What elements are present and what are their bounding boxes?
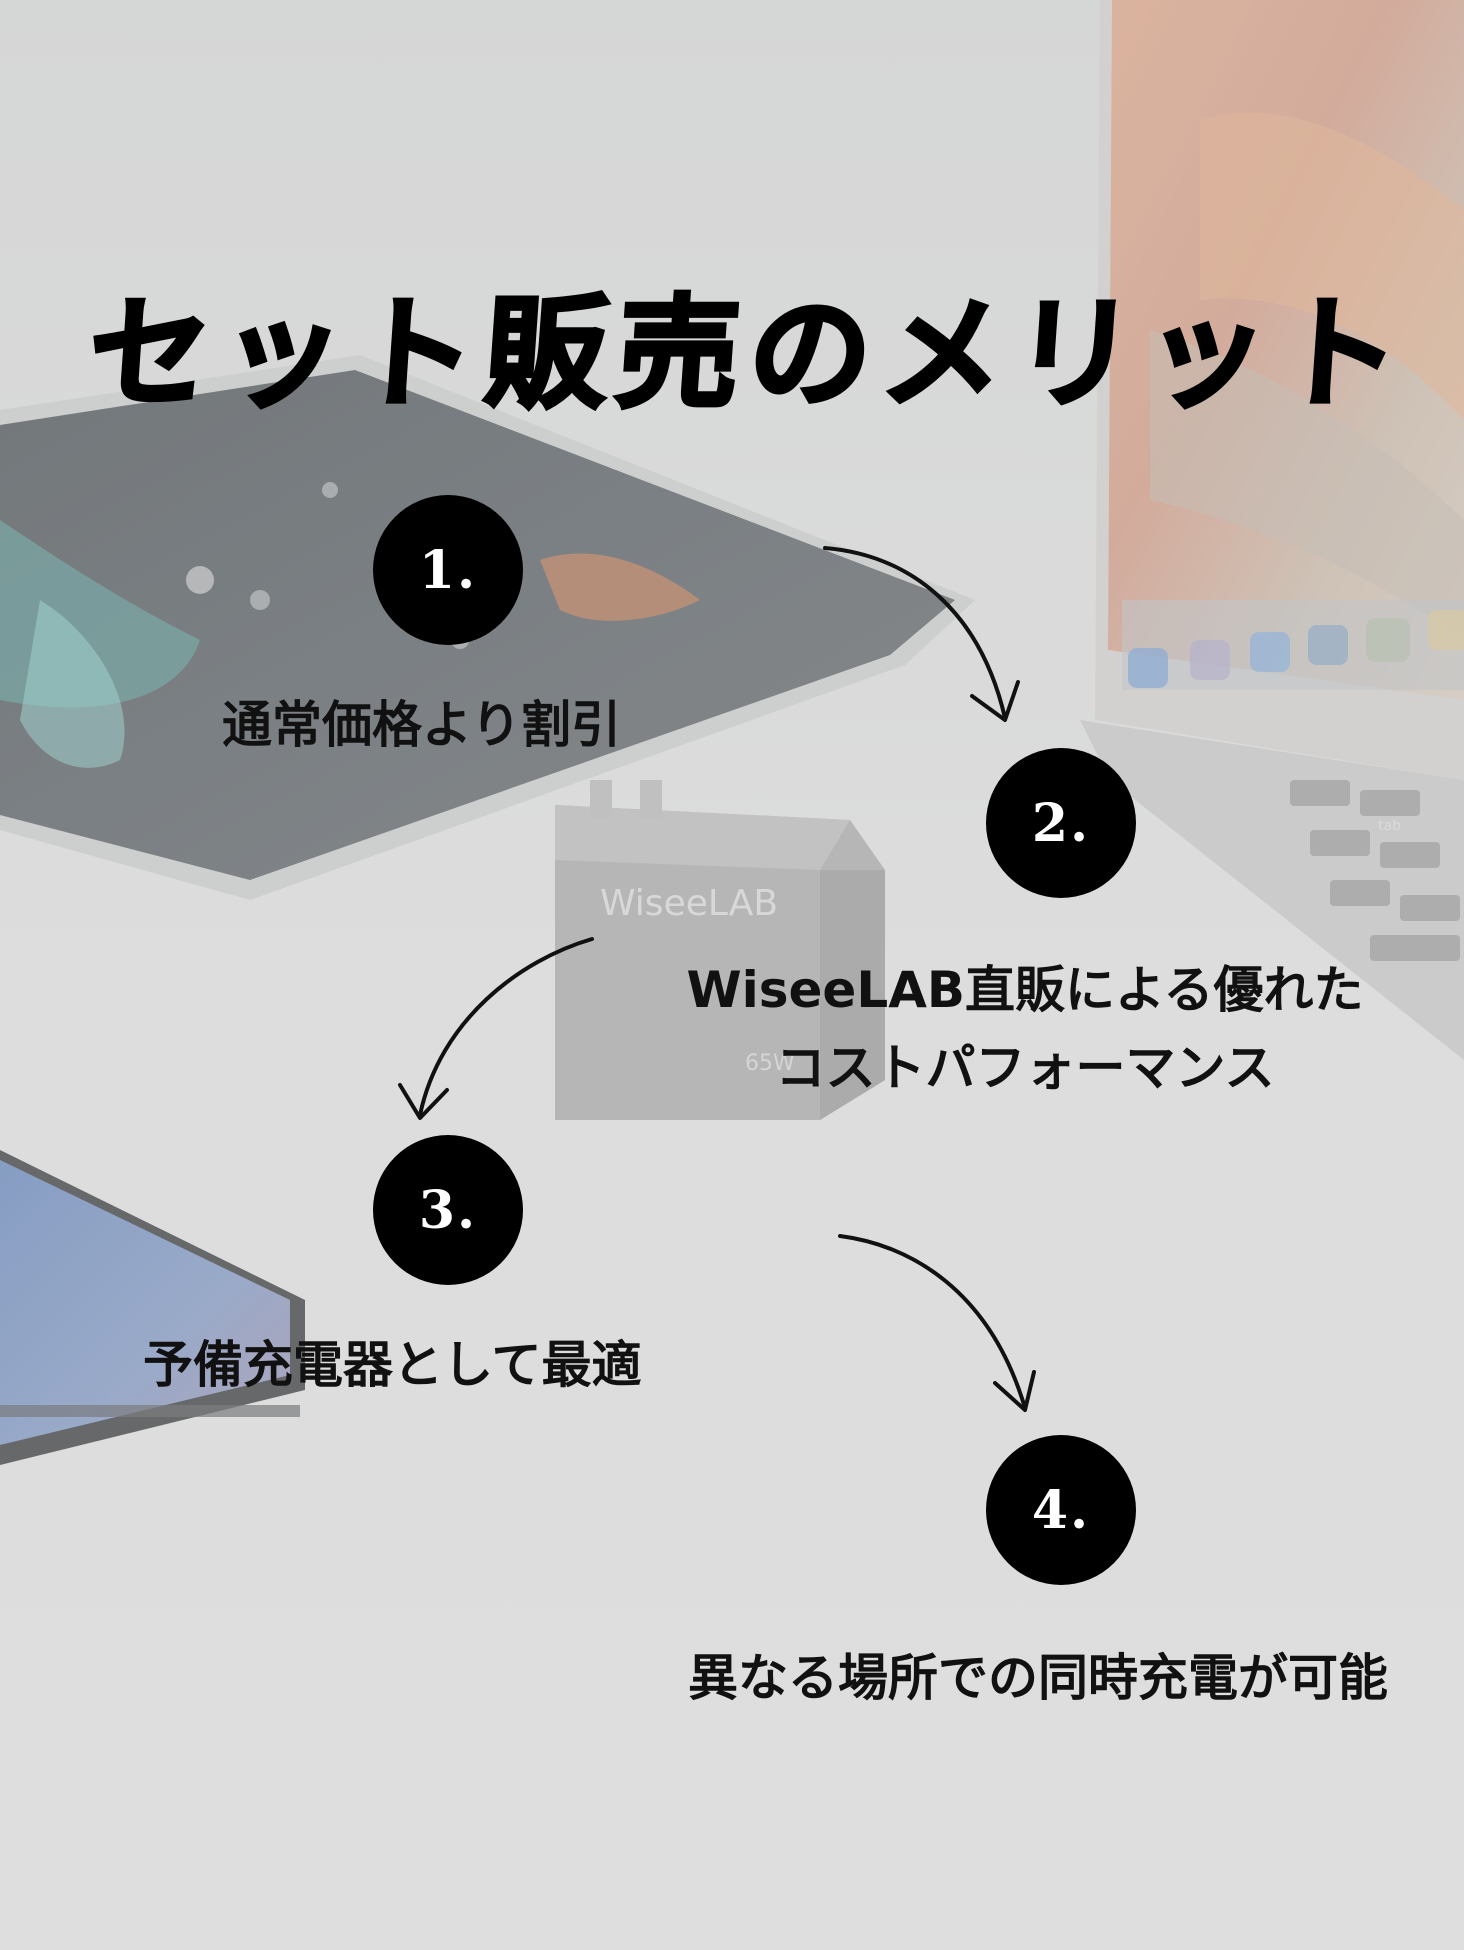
arrow-3-to-4 xyxy=(838,1234,1027,1410)
step-3-badge: 3. xyxy=(373,1135,523,1285)
charger-brand: WiseeLAB xyxy=(600,883,778,924)
step-2-text-line1: WiseeLAB直販による優れた xyxy=(686,961,1364,1019)
step-2-text-line2: コストパフォーマンス xyxy=(775,1039,1275,1097)
arrow-1-to-2-head xyxy=(970,680,1020,722)
arrow-3-to-4-head xyxy=(993,1370,1036,1412)
step-2-label: WiseeLAB直販による優れた コストパフォーマンス xyxy=(675,950,1375,1100)
laptop-photo: tab xyxy=(1080,0,1464,1060)
step-1-text: 通常価格より割引 xyxy=(222,696,621,754)
arrow-2-to-3-head xyxy=(398,1083,449,1120)
step-4-text: 異なる場所での同時充電が可能 xyxy=(688,1649,1388,1707)
step-3-label: 予備充電器として最適 xyxy=(143,1325,642,1397)
step-1-badge: 1. xyxy=(373,495,523,645)
step-4-number: 4. xyxy=(1031,1479,1091,1541)
arrow-1-to-2 xyxy=(823,546,1007,720)
step-3-number: 3. xyxy=(418,1179,478,1241)
step-2-number: 2. xyxy=(1031,792,1091,854)
step-4-badge: 4. xyxy=(986,1435,1136,1585)
arrow-2-to-3 xyxy=(418,937,594,1117)
step-3-text: 予備充電器として最適 xyxy=(143,1336,642,1394)
phone-photo xyxy=(0,1150,305,1465)
step-1-label: 通常価格より割引 xyxy=(222,685,621,757)
step-1-number: 1. xyxy=(418,539,478,601)
tab-key-label: tab xyxy=(1378,818,1401,834)
charger-photo: WiseeLAB 65W xyxy=(555,780,885,1120)
step-2-badge: 2. xyxy=(986,748,1136,898)
step-4-label: 異なる場所での同時充電が可能 xyxy=(688,1638,1388,1710)
charger-wattage: 65W xyxy=(745,1051,795,1076)
